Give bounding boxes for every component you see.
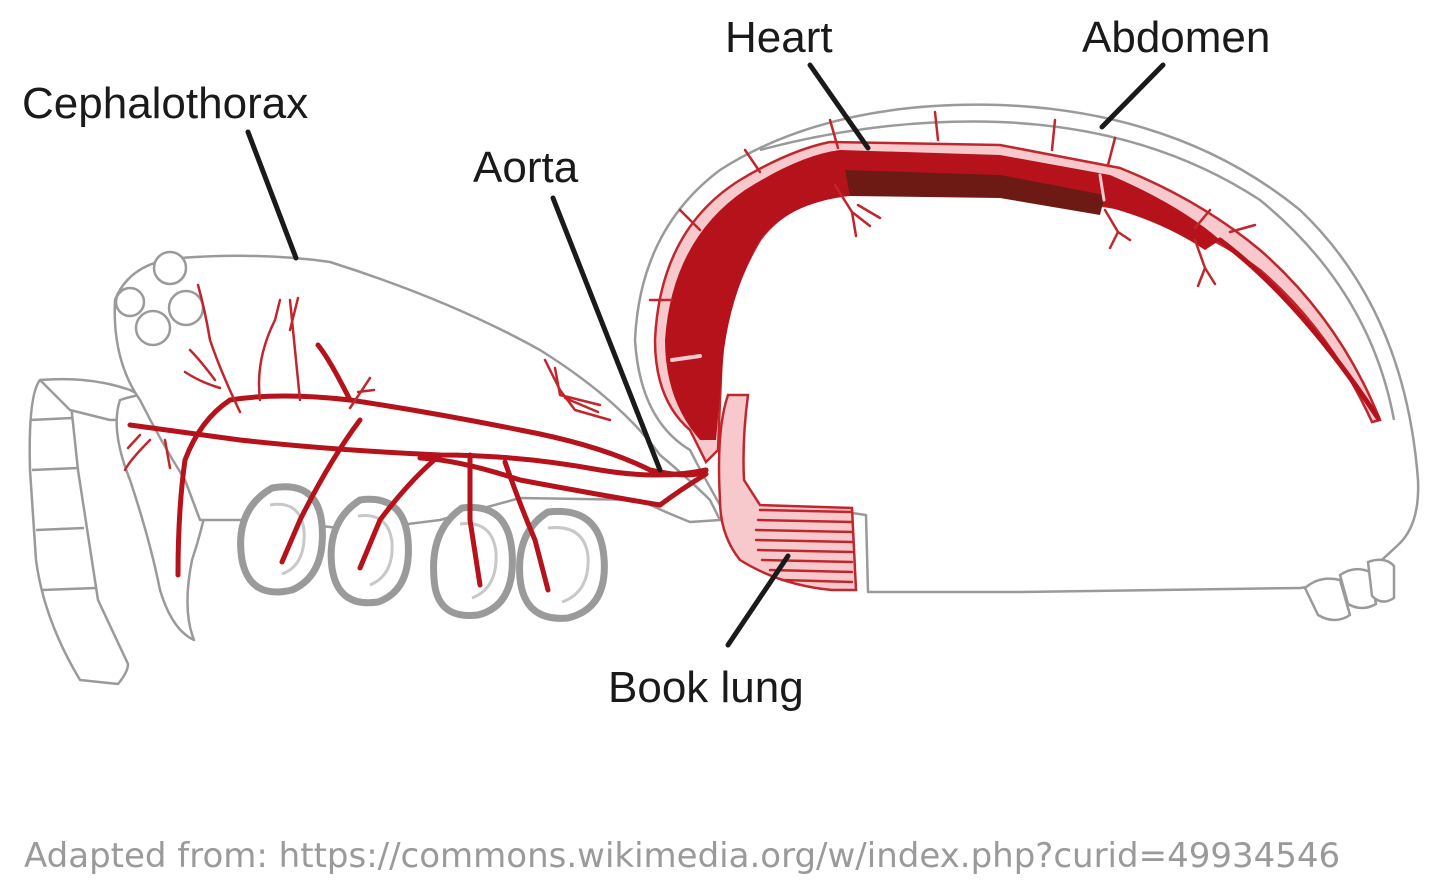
heart (648, 110, 1382, 465)
label-aorta: Aorta (473, 143, 579, 192)
book-lung (717, 393, 858, 592)
cephalothorax-leader (245, 129, 299, 261)
book-lung-lamellae (754, 508, 854, 584)
abdomen-leader (1099, 62, 1166, 130)
coxa-3 (430, 503, 516, 620)
source-caption: Adapted from: https://commons.wikimedia.… (24, 836, 1341, 876)
heart-leader (807, 62, 871, 151)
coxa-4 (516, 507, 608, 622)
coxa-2 (327, 495, 412, 607)
cephalothorax (113, 250, 722, 532)
book-lung-leader (725, 553, 791, 648)
label-cephalothorax: Cephalothorax (22, 79, 308, 128)
aorta-leader (550, 195, 663, 473)
aorta-network (123, 283, 709, 593)
label-heart: Heart (725, 13, 833, 62)
label-abdomen: Abdomen (1082, 13, 1270, 62)
label-book-lung: Book lung (608, 663, 804, 712)
